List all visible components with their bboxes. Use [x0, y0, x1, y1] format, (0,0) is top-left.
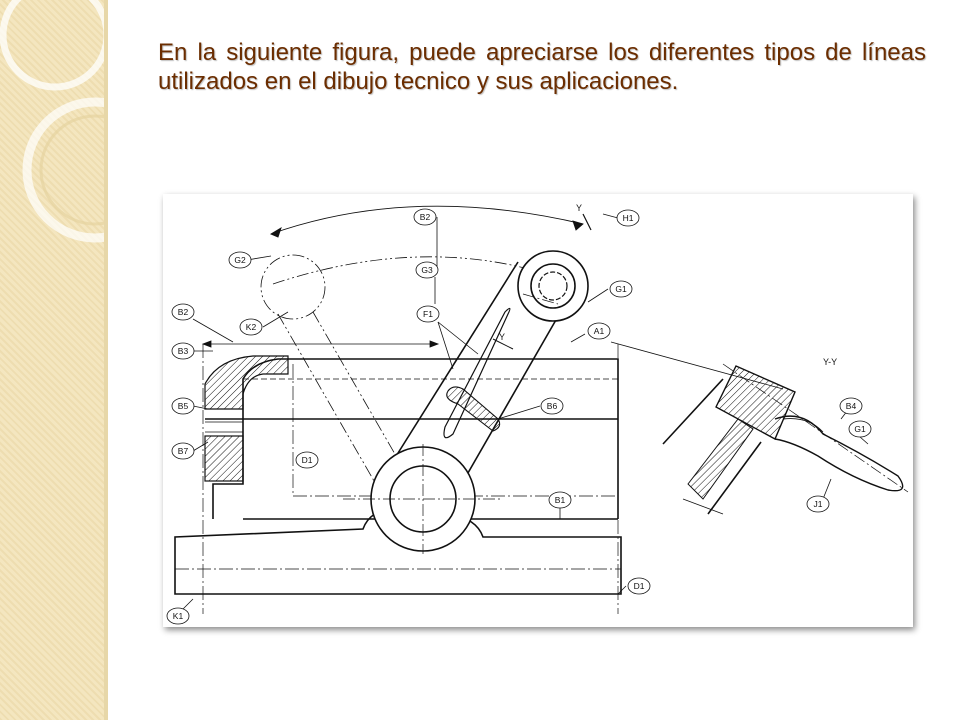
svg-text:A1: A1	[594, 326, 605, 336]
hatched-section-left	[204, 355, 289, 482]
callout-g2: G2	[228, 251, 252, 269]
slide-title: En la siguiente figura, puede apreciarse…	[158, 39, 926, 95]
decorative-circles	[0, 0, 108, 243]
callout-b6: B6	[540, 397, 564, 415]
section-mark-y-mid: Y	[499, 332, 505, 342]
callout-labels: B2 H1 G2 G3 G1 B2 K2 F1 A1 B3 B5 B6 B7 D…	[166, 208, 872, 625]
callout-k1: K1	[166, 607, 190, 625]
revolved-section	[446, 386, 501, 432]
callout-f1: F1	[416, 305, 440, 323]
svg-text:F1: F1	[423, 309, 433, 319]
callout-d1-outer: D1	[627, 577, 651, 595]
callout-h1: H1	[616, 209, 640, 227]
callout-g1-top: G1	[609, 280, 633, 298]
callout-k2: K2	[239, 318, 263, 336]
callout-g1-right: G1	[848, 420, 872, 438]
technical-drawing: B2 H1 G2 G3 G1 B2 K2 F1 A1 B3 B5 B6 B7 D…	[166, 203, 909, 625]
svg-text:G2: G2	[234, 255, 246, 265]
leader-lines	[177, 213, 869, 615]
section-view-handle	[662, 363, 909, 515]
dimension-line-top	[201, 340, 440, 348]
svg-text:H1: H1	[623, 213, 634, 223]
decorative-side-band	[0, 0, 108, 720]
svg-text:J1: J1	[814, 499, 823, 509]
lever-arm	[343, 250, 589, 554]
svg-text:B7: B7	[178, 446, 189, 456]
callout-a1: A1	[587, 322, 611, 340]
arc-dimension	[270, 205, 592, 238]
svg-text:D1: D1	[634, 581, 645, 591]
svg-text:G1: G1	[615, 284, 627, 294]
section-marks: Y Y Y-Y	[499, 203, 837, 367]
svg-text:B6: B6	[547, 401, 558, 411]
svg-text:K1: K1	[173, 611, 184, 621]
svg-text:B5: B5	[178, 401, 189, 411]
callout-b1: B1	[548, 491, 572, 509]
callout-b2-top: B2	[413, 208, 437, 226]
svg-text:D1: D1	[302, 455, 313, 465]
technical-drawing-figure: B2 H1 G2 G3 G1 B2 K2 F1 A1 B3 B5 B6 B7 D…	[163, 194, 913, 627]
svg-text:B2: B2	[178, 307, 189, 317]
svg-text:B2: B2	[420, 212, 431, 222]
svg-text:G3: G3	[421, 265, 433, 275]
callout-j1: J1	[806, 495, 830, 513]
callout-b3: B3	[171, 342, 195, 360]
section-title-yy: Y-Y	[823, 357, 837, 367]
callout-b2-left: B2	[171, 303, 195, 321]
callout-b4: B4	[839, 397, 863, 415]
svg-text:B4: B4	[846, 401, 857, 411]
callout-d1-inner: D1	[295, 451, 319, 469]
callout-g3: G3	[415, 261, 439, 279]
svg-text:G1: G1	[854, 424, 866, 434]
svg-text:B3: B3	[178, 346, 189, 356]
svg-text:K2: K2	[246, 322, 257, 332]
section-mark-y-top: Y	[576, 203, 582, 213]
svg-text:B1: B1	[555, 495, 566, 505]
callout-b5: B5	[171, 397, 195, 415]
callout-b7: B7	[171, 442, 195, 460]
